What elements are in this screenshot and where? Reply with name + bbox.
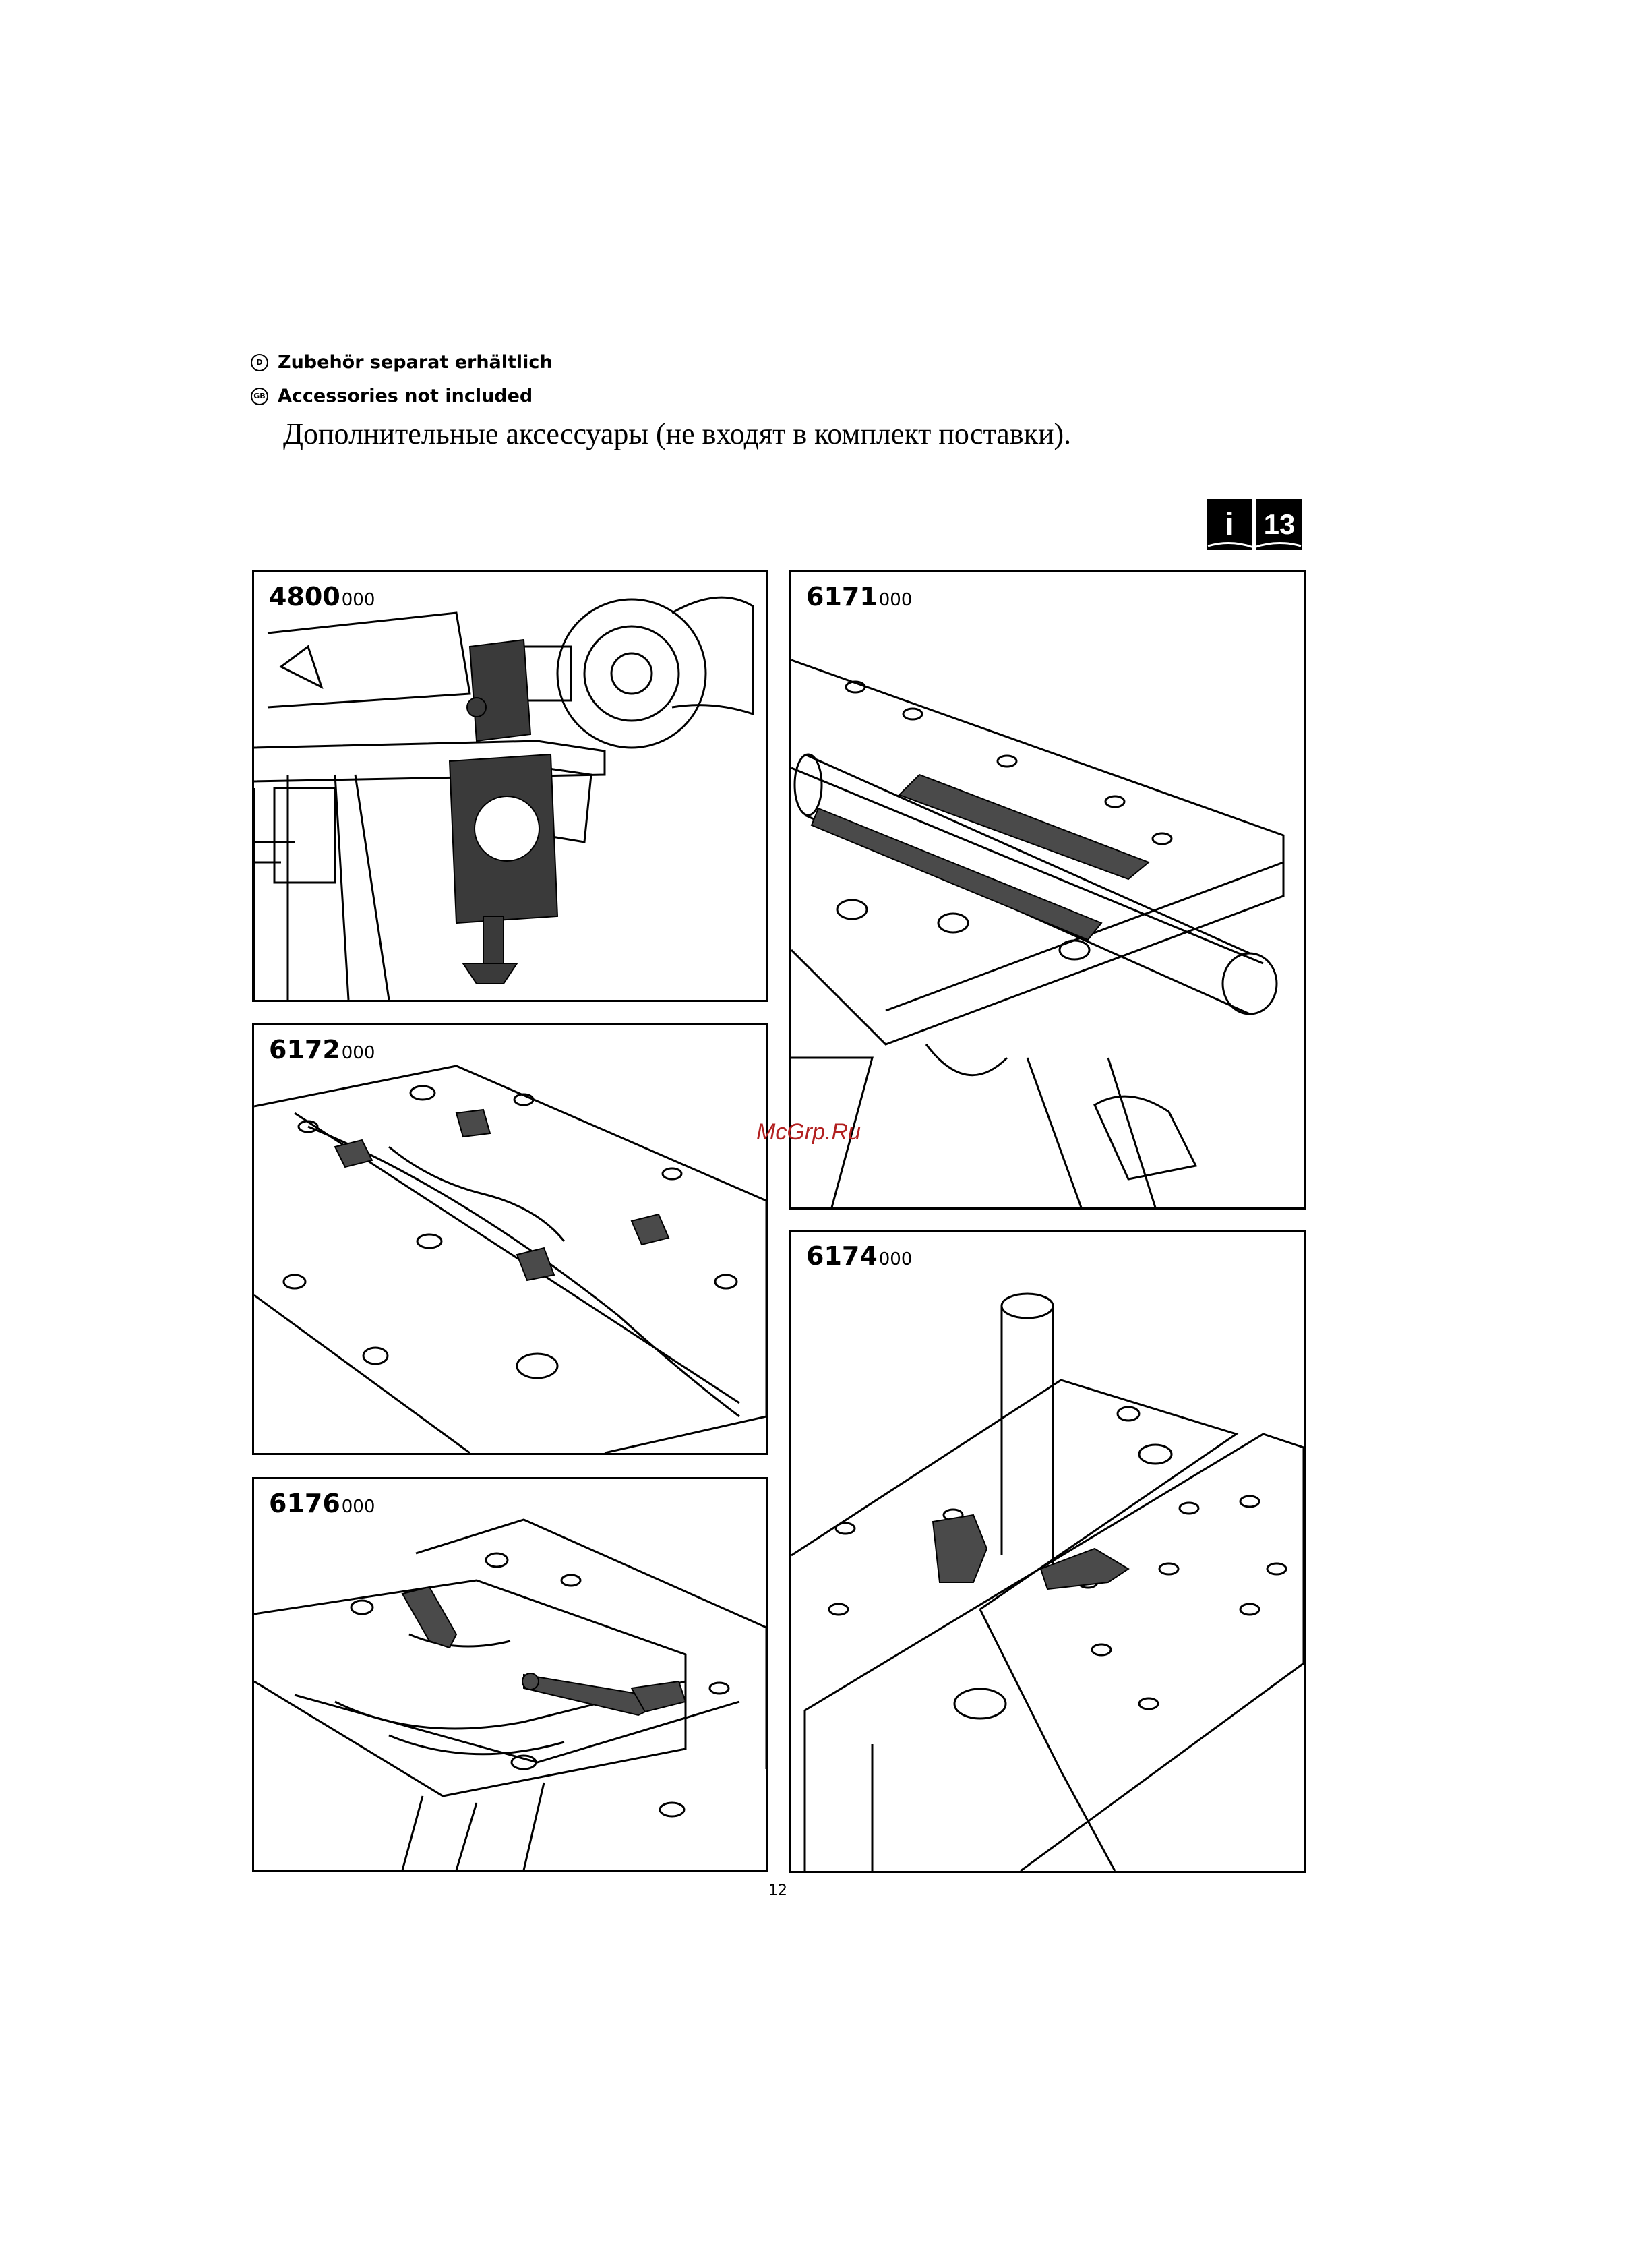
manual-book-icon: i 13 [1207, 499, 1302, 550]
text-de: Zubehör separat erhältlich [278, 352, 553, 373]
info-letter: i [1225, 507, 1234, 543]
panel-6176: 6176000 [252, 1477, 768, 1872]
panel-6171: 6171000 [789, 570, 1306, 1210]
text-ru: Дополнительные аксессуары (не входят в к… [283, 417, 1071, 451]
language-line-gb: GB Accessories not included [251, 386, 533, 407]
hold-down-clamps-illustration [254, 1479, 766, 1870]
panel-6172: 6172000 [252, 1023, 768, 1455]
bench-dogs-illustration [254, 1025, 766, 1453]
language-line-de: D Zubehör separat erhältlich [251, 352, 553, 373]
pipe-holder-illustration [791, 1232, 1304, 1871]
panel-4800: 4800000 [252, 570, 768, 1002]
text-gb: Accessories not included [278, 386, 533, 407]
pipe-clamp-jaws-illustration [791, 572, 1304, 1207]
angle-grinder-stand-illustration [254, 572, 766, 1000]
language-badge-de: D [251, 354, 268, 371]
language-badge-gb: GB [251, 388, 268, 405]
info-number: 13 [1264, 508, 1296, 540]
watermark: McGrp.Ru [756, 1119, 861, 1145]
panel-6174: 6174000 [789, 1230, 1306, 1873]
page-number: 12 [768, 1882, 787, 1899]
